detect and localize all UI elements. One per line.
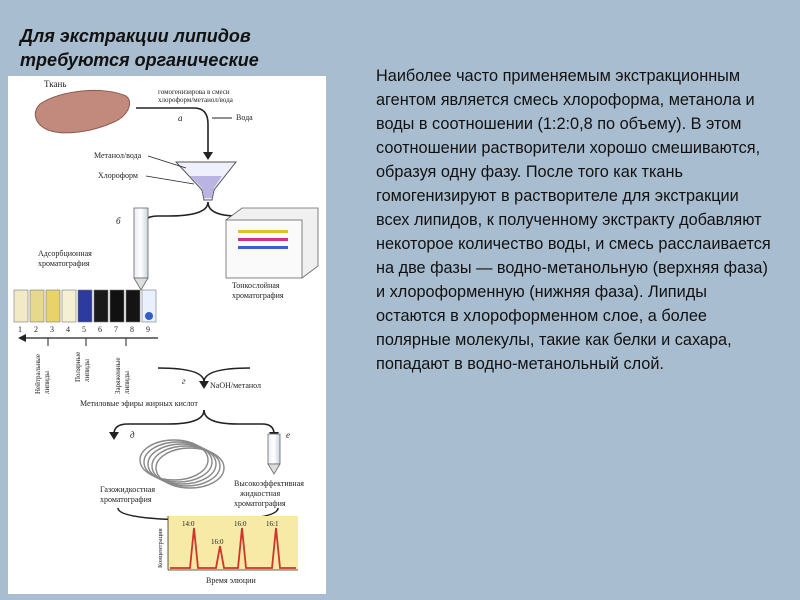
- label-homog-1: гомогенизирова в смеси: [158, 88, 230, 96]
- label-step-d: д: [130, 430, 135, 440]
- lipid-extraction-diagram: Ткань гомогенизирова в смеси хлороформ/м…: [8, 76, 326, 594]
- label-neutral-1: Нейтральные: [34, 354, 42, 394]
- label-step-g: г: [182, 376, 186, 386]
- adsorption-column: [133, 207, 149, 279]
- label-charged-2: липиды: [123, 371, 131, 394]
- test-tube-rack: [13, 289, 157, 323]
- label-gas-1: Газожидкостная: [100, 485, 155, 494]
- tlc-band-blue: [238, 246, 288, 249]
- arrowhead-a: [203, 152, 213, 160]
- arrow-e: [203, 409, 275, 435]
- tube-number: 8: [130, 325, 134, 334]
- label-tlc-2: хроматография: [232, 291, 284, 300]
- peak-label-4: 16:1: [266, 520, 279, 528]
- arrowhead-fraction: [18, 334, 26, 342]
- gc-column-coil: [139, 439, 225, 489]
- tlc-band-yellow: [238, 230, 288, 233]
- label-water: Вода: [236, 113, 253, 122]
- label-polar-2: липиды: [83, 359, 91, 382]
- tube-number: 9: [146, 325, 150, 334]
- column-tip: [133, 277, 149, 291]
- pointer-chloroform: [145, 175, 195, 185]
- title-line-1: Для экстракции липидов: [20, 26, 251, 46]
- slide-title: Для экстракции липидов требуются органич…: [20, 24, 350, 72]
- label-neutral-2: липиды: [43, 371, 51, 394]
- tube-numbers: 1 2 3 4 5 6 7 8 9: [18, 325, 150, 334]
- arrowhead-g: [199, 381, 209, 389]
- peak-label-3: 16:0: [234, 520, 247, 528]
- label-adsorb-2: хроматография: [38, 259, 90, 268]
- label-step-a: а: [178, 113, 183, 123]
- fraction-labels: Нейтральные липиды Полярные липиды Заряж…: [34, 352, 131, 394]
- tube-number: 2: [34, 325, 38, 334]
- label-concentration: Концентрация: [157, 528, 164, 568]
- chromatogram-area: [168, 516, 298, 570]
- label-gas-2: хроматография: [100, 495, 152, 504]
- tube-number: 5: [82, 325, 86, 334]
- label-step-b: б: [116, 216, 121, 226]
- label-hplc-3: хроматография: [234, 499, 286, 508]
- tissue-shape: [34, 89, 130, 134]
- hplc-tip: [267, 463, 281, 475]
- funnel-lower-phase: [190, 176, 222, 198]
- arrowhead-d: [109, 432, 119, 440]
- diagram-svg: Ткань гомогенизирова в смеси хлороформ/м…: [13, 79, 319, 585]
- body-paragraph: Наиболее часто применяемым экстракционны…: [376, 67, 771, 373]
- label-naoh: NaOH/метанол: [210, 381, 261, 390]
- tube-number: 6: [98, 325, 102, 334]
- chromatogram-trace: [170, 527, 296, 569]
- label-hplc-1: Высокоэффективная: [234, 479, 304, 488]
- arrow-d: [113, 409, 205, 435]
- tube-number: 3: [50, 325, 54, 334]
- label-tissue: Ткань: [44, 79, 66, 89]
- arrow-g-join: [203, 367, 251, 383]
- hplc-column: [267, 433, 281, 465]
- arrow-a: [136, 107, 209, 154]
- peak-label-2: 16:0: [211, 538, 224, 546]
- arrow-b: [139, 201, 209, 233]
- label-hplc-2: жидкостная: [239, 489, 280, 498]
- label-elution-time: Время элюции: [206, 576, 256, 585]
- label-polar-1: Полярные: [74, 352, 82, 382]
- peak-label-1: 14:0: [182, 520, 195, 528]
- label-tlc-1: Тонкослойная: [232, 281, 280, 290]
- label-adsorb-1: Адсорбционная: [38, 249, 92, 258]
- label-homog-2: хлороформ/метанол/вода: [158, 96, 234, 104]
- tlc-band-magenta: [238, 238, 288, 241]
- tube-number: 4: [66, 325, 70, 334]
- label-charged-1: Заряженные: [114, 358, 122, 395]
- pointer-methanol: [147, 155, 187, 169]
- label-chloroform: Хлороформ: [98, 171, 138, 180]
- arrow-g: [157, 367, 205, 383]
- tube-number: 7: [114, 325, 118, 334]
- label-methanol-water: Метанол/вода: [94, 151, 142, 160]
- tube-number: 1: [18, 325, 22, 334]
- label-esters: Метиловые эфиры жирных кислот: [80, 399, 198, 408]
- label-step-e: е: [286, 430, 290, 440]
- title-line-2: требуются органические: [20, 50, 259, 70]
